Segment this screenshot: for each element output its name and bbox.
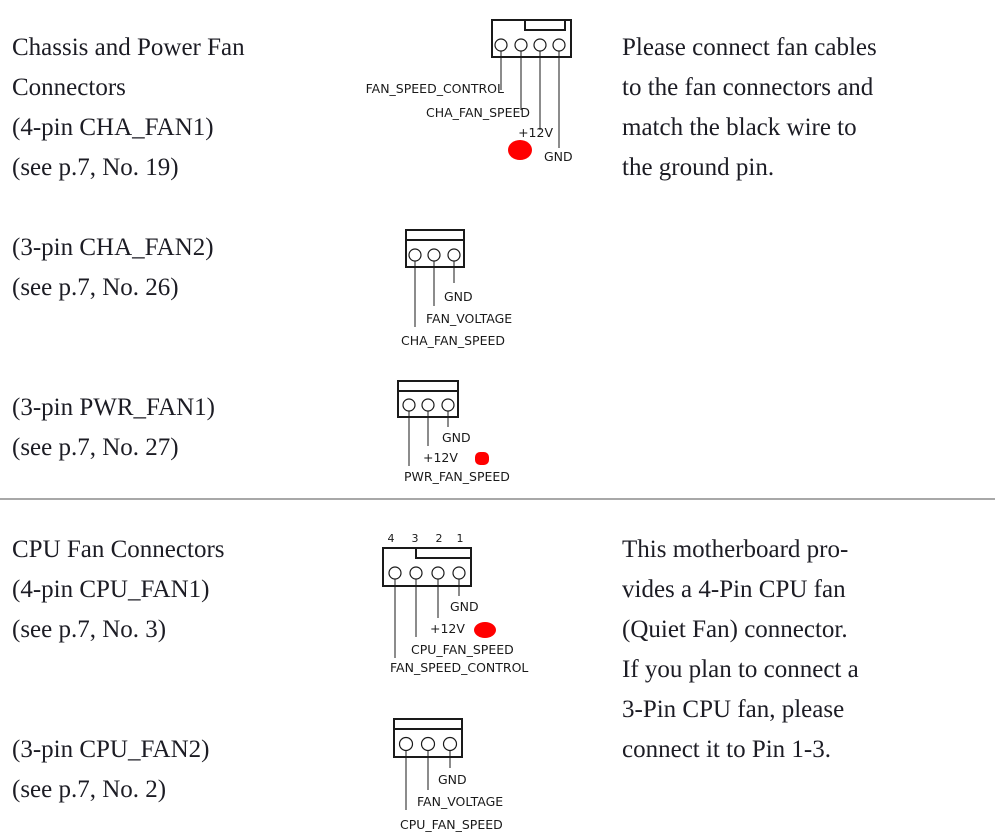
- cpu-fan1-diagram: 4 3 2 1 GND +12V CPU_FAN_SPEED FAN_SPEED…: [382, 532, 528, 675]
- cha-fan2-description: (3-pin CHA_FAN2) (see p.7, No. 26): [12, 228, 214, 308]
- cpu-note-line-3: (Quiet Fan) connector.: [622, 616, 848, 643]
- cpu-fan2-ref: (see p.7, No. 2): [12, 776, 167, 803]
- cpu-fan1-label-fan-speed-control: FAN_SPEED_CONTROL: [390, 660, 528, 675]
- cha-fan1-key-tab: [524, 19, 566, 31]
- cha-fan2-label-fan-voltage: FAN_VOLTAGE: [426, 311, 512, 326]
- cha-fan2-ref: (see p.7, No. 26): [12, 274, 179, 301]
- pwr-fan1-label-gnd: GND: [442, 430, 471, 445]
- section-divider: [0, 498, 995, 500]
- chassis-fan-note: Please connect fan cables to the fan con…: [622, 28, 877, 188]
- cpu-fan1-type: (4-pin CPU_FAN1): [12, 576, 210, 603]
- cha-fan1-label-cha-fan-speed: CHA_FAN_SPEED: [426, 105, 530, 120]
- cha-fan1-pin: [514, 38, 528, 52]
- chassis-note-line-3: match the black wire to: [622, 114, 857, 141]
- cha-fan1-label-gnd: GND: [544, 149, 573, 164]
- chassis-heading-line-2: Connectors: [12, 74, 126, 101]
- cpu-fan2-label-cpu-fan-speed: CPU_FAN_SPEED: [400, 817, 503, 832]
- cpu-fan2-pin: [442, 736, 458, 752]
- cpu-fan-heading: CPU Fan Connectors (4-pin CPU_FAN1) (see…: [12, 530, 225, 650]
- red-annotation-mark: [508, 140, 532, 160]
- chassis-fan-heading: Chassis and Power Fan Connectors (4-pin …: [12, 28, 245, 188]
- cha-fan1-label-12v: +12V: [518, 125, 553, 140]
- cpu-fan1-pin: [409, 566, 423, 580]
- cha-fan1-type: (4-pin CHA_FAN1): [12, 114, 214, 141]
- pwr-fan1-description: (3-pin PWR_FAN1) (see p.7, No. 27): [12, 388, 215, 468]
- cpu-fan2-pin: [420, 736, 436, 752]
- cpu-note-line-5: 3-Pin CPU fan, please: [622, 696, 845, 723]
- pwr-fan1-label-12v: +12V: [423, 450, 458, 465]
- cpu-fan1-pin-number-2: 2: [436, 532, 443, 545]
- cha-fan2-pin: [447, 248, 461, 262]
- cha-fan1-pin: [552, 38, 566, 52]
- cha-fan2-label-gnd: GND: [444, 289, 473, 304]
- cpu-fan1-pin: [388, 566, 402, 580]
- cpu-fan1-key-tab: [415, 548, 471, 559]
- pwr-fan1-type: (3-pin PWR_FAN1): [12, 394, 216, 421]
- cpu-fan2-type: (3-pin CPU_FAN2): [12, 736, 210, 763]
- cpu-fan1-ref: (see p.7, No. 3): [12, 616, 167, 643]
- cpu-fan1-housing: [382, 547, 472, 587]
- cpu-fan1-pin-number-1: 1: [457, 532, 464, 545]
- cpu-fan2-pin: [398, 736, 414, 752]
- cha-fan1-label-fan-speed-control: FAN_SPEED_CONTROL: [366, 81, 504, 96]
- pwr-fan1-ref: (see p.7, No. 27): [12, 434, 179, 461]
- cpu-heading: CPU Fan Connectors: [12, 536, 225, 563]
- cpu-fan-note: This motherboard pro- vides a 4-Pin CPU …: [622, 530, 859, 770]
- cpu-fan1-pin-number-4: 4: [388, 532, 395, 545]
- cpu-fan2-label-gnd: GND: [438, 772, 467, 787]
- pwr-fan1-pin: [402, 398, 416, 412]
- chassis-note-line-4: the ground pin.: [622, 154, 775, 181]
- cpu-note-line-6: connect it to Pin 1-3.: [622, 736, 831, 763]
- cha-fan1-ref: (see p.7, No. 19): [12, 154, 179, 181]
- cpu-fan1-pin-number-3: 3: [412, 532, 419, 545]
- cha-fan2-diagram: GND FAN_VOLTAGE CHA_FAN_SPEED: [401, 229, 512, 348]
- cpu-note-line-2: vides a 4-Pin CPU fan: [622, 576, 846, 603]
- cha-fan1-diagram: FAN_SPEED_CONTROL CHA_FAN_SPEED +12V GND: [366, 19, 573, 164]
- chassis-heading-line-1: Chassis and Power Fan: [12, 34, 245, 61]
- cpu-fan1-label-12v: +12V: [430, 621, 465, 636]
- cpu-note-line-4: If you plan to connect a: [622, 656, 859, 683]
- pwr-fan1-pin: [441, 398, 455, 412]
- cha-fan2-pin: [408, 248, 422, 262]
- red-annotation-mark: [475, 452, 489, 465]
- cha-fan2-pin: [427, 248, 441, 262]
- cha-fan2-label-cha-fan-speed: CHA_FAN_SPEED: [401, 333, 505, 348]
- cha-fan2-type: (3-pin CHA_FAN2): [12, 234, 214, 261]
- chassis-note-line-2: to the fan connectors and: [622, 74, 874, 101]
- chassis-note-line-1: Please connect fan cables: [622, 34, 877, 61]
- cpu-fan2-diagram: GND FAN_VOLTAGE CPU_FAN_SPEED: [393, 718, 503, 832]
- pwr-fan1-label-pwr-fan-speed: PWR_FAN_SPEED: [404, 469, 510, 484]
- red-annotation-mark: [474, 622, 496, 638]
- cpu-fan1-label-gnd: GND: [450, 599, 479, 614]
- cpu-fan2-label-fan-voltage: FAN_VOLTAGE: [417, 794, 503, 809]
- cpu-note-line-1: This motherboard pro-: [622, 536, 849, 563]
- cpu-fan1-pin: [431, 566, 445, 580]
- pwr-fan1-diagram: GND +12V PWR_FAN_SPEED: [397, 380, 510, 484]
- cpu-fan2-description: (3-pin CPU_FAN2) (see p.7, No. 2): [12, 730, 209, 810]
- cha-fan2-housing: [405, 229, 465, 268]
- cha-fan1-pin: [494, 38, 508, 52]
- cpu-fan1-pin: [452, 566, 466, 580]
- cpu-fan1-label-cpu-fan-speed: CPU_FAN_SPEED: [411, 642, 514, 657]
- cha-fan1-pin: [533, 38, 547, 52]
- pwr-fan1-pin: [421, 398, 435, 412]
